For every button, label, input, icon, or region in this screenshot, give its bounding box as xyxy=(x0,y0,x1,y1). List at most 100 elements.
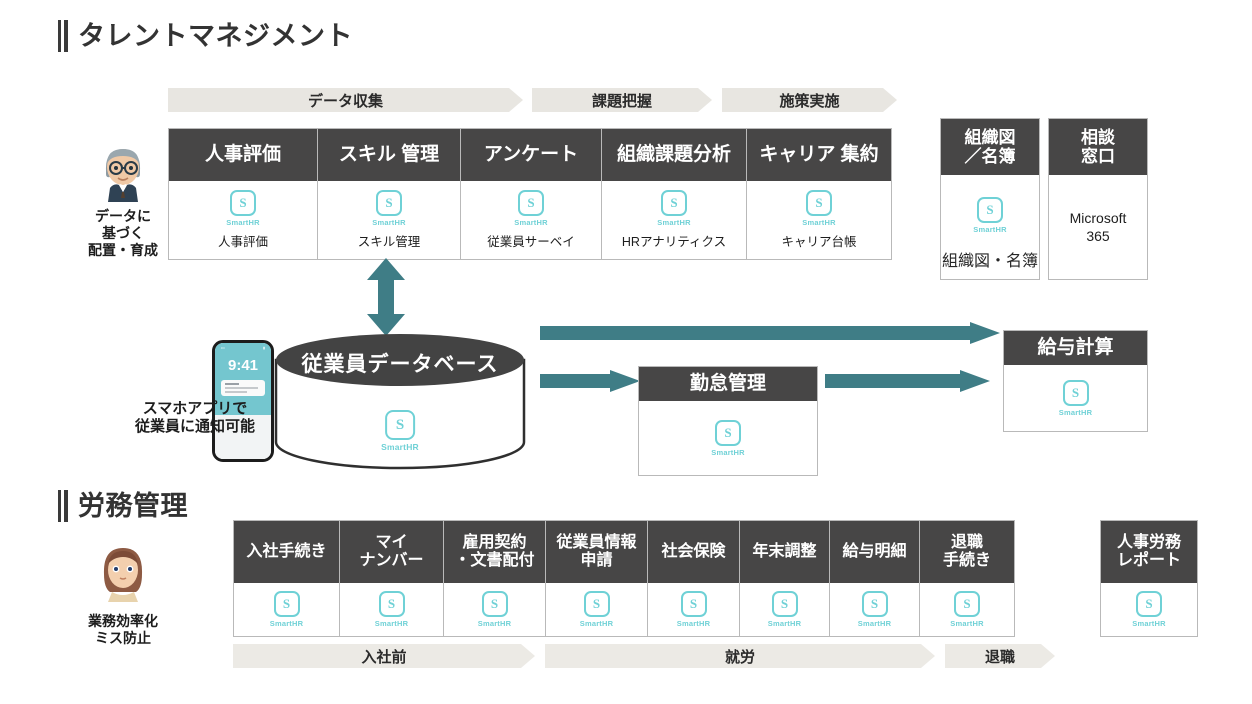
notification-line xyxy=(225,387,259,390)
database-label: 従業員データベース xyxy=(301,353,499,376)
box-header: 勤怠管理 xyxy=(639,367,817,401)
woman-avatar xyxy=(92,540,154,607)
table-column-onboarding[interactable]: 入社手続き S SmartHR xyxy=(233,520,340,637)
table-column-career[interactable]: キャリア 集約 S SmartHR キャリア台帳 xyxy=(747,128,892,260)
smarthr-mark: S xyxy=(806,190,832,216)
column-header: 従業員情報 申請 xyxy=(546,521,647,583)
labor-feature-table: 入社手続き S SmartHR マイ ナンバー S SmartHR 雇用契約 ・… xyxy=(233,520,1015,637)
smarthr-mark: S xyxy=(954,591,980,617)
smarthr-logo-icon: S SmartHR xyxy=(270,591,304,628)
column-body: S SmartHR xyxy=(444,583,545,636)
box-body: S SmartHR xyxy=(1101,583,1197,636)
box-header: 相談 窓口 xyxy=(1049,119,1147,175)
phone-time: 9:41 xyxy=(227,357,259,375)
smarthr-mark: S xyxy=(977,197,1003,223)
heading-bar-icon xyxy=(58,20,68,52)
column-body: S SmartHR xyxy=(546,583,647,636)
bidirectional-arrow-icon xyxy=(365,258,407,341)
box-org-chart-roster[interactable]: 組織図 ／名簿 S SmartHR 組織図・名簿 xyxy=(940,118,1040,280)
table-column-soshiki-kadai[interactable]: 組織課題分析 S SmartHR HRアナリティクス xyxy=(602,128,747,260)
smarthr-mark: S xyxy=(273,591,300,617)
table-column-employment-contract[interactable]: 雇用契約 ・文書配付 S SmartHR xyxy=(444,520,546,637)
phone-lower-area xyxy=(215,414,271,459)
smarthr-wordmark: SmartHR xyxy=(374,619,409,628)
notification-line xyxy=(225,391,247,394)
smarthr-wordmark: SmartHR xyxy=(372,218,406,227)
smarthr-logo-icon: S SmartHR xyxy=(711,419,745,457)
column-caption: スキル管理 xyxy=(357,235,421,249)
box-consultation-desk[interactable]: 相談 窓口 Microsoft 365 xyxy=(1048,118,1148,280)
column-body: S SmartHR xyxy=(340,583,443,636)
smarthr-wordmark: SmartHR xyxy=(711,447,745,457)
chevron-label: 課題把握 xyxy=(591,92,652,110)
smarthr-mark: S xyxy=(680,591,707,617)
smarthr-logo-icon: S SmartHR xyxy=(514,190,548,227)
phone-statusbar: •••▮ xyxy=(221,346,265,350)
chevron-label: 入社前 xyxy=(361,648,407,666)
box-caption: 組織図・名簿 xyxy=(941,253,1038,270)
smarthr-mark: S xyxy=(376,190,402,216)
column-header: 人事評価 xyxy=(169,129,317,181)
smarthr-logo-icon: S SmartHR xyxy=(677,591,711,628)
column-body: S SmartHR キャリア台帳 xyxy=(747,181,891,259)
smarthr-mark: S xyxy=(385,410,415,440)
smarthr-logo-icon: S SmartHR xyxy=(950,591,984,628)
column-header: 社会保険 xyxy=(648,521,739,583)
smarthr-mark: S xyxy=(230,190,256,216)
column-body: S SmartHR xyxy=(830,583,919,636)
smarthr-wordmark: SmartHR xyxy=(269,619,304,628)
box-payroll-calculation[interactable]: 給与計算 S SmartHR xyxy=(1003,330,1148,432)
table-column-year-end-adjustment[interactable]: 年末調整 S SmartHR xyxy=(740,520,830,637)
table-column-skill-kanri[interactable]: スキル 管理 S SmartHR スキル管理 xyxy=(318,128,461,260)
smarthr-logo-icon: S SmartHR xyxy=(768,591,802,628)
column-header: アンケート xyxy=(461,129,601,181)
smarthr-mark: S xyxy=(518,190,544,216)
labor-persona-caption: 業務効率化 ミス防止 xyxy=(88,613,158,647)
smarthr-wordmark: SmartHR xyxy=(579,619,614,628)
talent-section-title: タレントマネジメント xyxy=(78,20,353,51)
smarthr-mark: S xyxy=(771,591,798,617)
box-header: 給与計算 xyxy=(1004,331,1147,365)
table-column-resignation[interactable]: 退職 手続き S SmartHR xyxy=(920,520,1015,637)
process-chevron-retirement: 退職 xyxy=(945,644,1055,668)
smarthr-logo-icon: S SmartHR xyxy=(226,190,260,227)
column-header: マイ ナンバー xyxy=(340,521,443,583)
table-column-my-number[interactable]: マイ ナンバー S SmartHR xyxy=(340,520,444,637)
table-column-social-insurance[interactable]: 社会保険 S SmartHR xyxy=(648,520,740,637)
box-hr-labor-report[interactable]: 人事労務 レポート S SmartHR xyxy=(1100,520,1198,637)
smarthr-mark: S xyxy=(481,591,508,617)
column-body: S SmartHR xyxy=(648,583,739,636)
talent-feature-table: 人事評価 S SmartHR 人事評価 スキル 管理 S SmartHR スキル… xyxy=(168,128,892,260)
chevron-label: データ収集 xyxy=(307,92,383,110)
smarthr-logo-icon: S SmartHR xyxy=(478,591,512,628)
box-attendance-management[interactable]: 勤怠管理 S SmartHR xyxy=(638,366,818,476)
table-column-employee-info-request[interactable]: 従業員情報 申請 S SmartHR xyxy=(546,520,648,637)
talent-persona-caption: データに 基づく 配置・育成 xyxy=(88,208,158,259)
notification-line xyxy=(225,383,240,386)
process-chevron-employment: 就労 xyxy=(545,644,935,668)
smarthr-wordmark: SmartHR xyxy=(767,619,802,628)
column-body: S SmartHR 従業員サーベイ xyxy=(461,181,601,259)
column-header: 退職 手続き xyxy=(920,521,1014,583)
smarthr-wordmark: SmartHR xyxy=(657,218,691,227)
column-body: S SmartHR xyxy=(234,583,339,636)
column-caption: キャリア台帳 xyxy=(781,235,857,249)
table-column-jinji-hyouka[interactable]: 人事評価 S SmartHR 人事評価 xyxy=(168,128,318,260)
column-caption: HRアナリティクス xyxy=(621,235,727,249)
talent-section-heading: タレントマネジメント xyxy=(58,20,353,52)
process-chevron-pre-employment: 入社前 xyxy=(233,644,535,668)
process-chevron-issue-grasp: 課題把握 xyxy=(532,88,712,112)
smarthr-logo-icon: S SmartHR xyxy=(372,190,406,227)
table-column-payslip[interactable]: 給与明細 S SmartHR xyxy=(830,520,920,637)
smarthr-mark: S xyxy=(861,591,888,617)
smarthr-wordmark: SmartHR xyxy=(676,619,711,628)
box-body: Microsoft 365 xyxy=(1049,175,1147,279)
smarthr-logo-icon: S SmartHR xyxy=(1058,379,1093,417)
smarthr-wordmark: SmartHR xyxy=(226,218,260,227)
smarthr-wordmark: SmartHR xyxy=(1058,407,1093,417)
table-column-enquete[interactable]: アンケート S SmartHR 従業員サーベイ xyxy=(461,128,602,260)
box-header: 人事労務 レポート xyxy=(1101,521,1197,583)
arrow-attendance-to-payroll xyxy=(825,370,990,397)
smarthr-wordmark: SmartHR xyxy=(857,619,892,628)
column-body: S SmartHR xyxy=(740,583,829,636)
